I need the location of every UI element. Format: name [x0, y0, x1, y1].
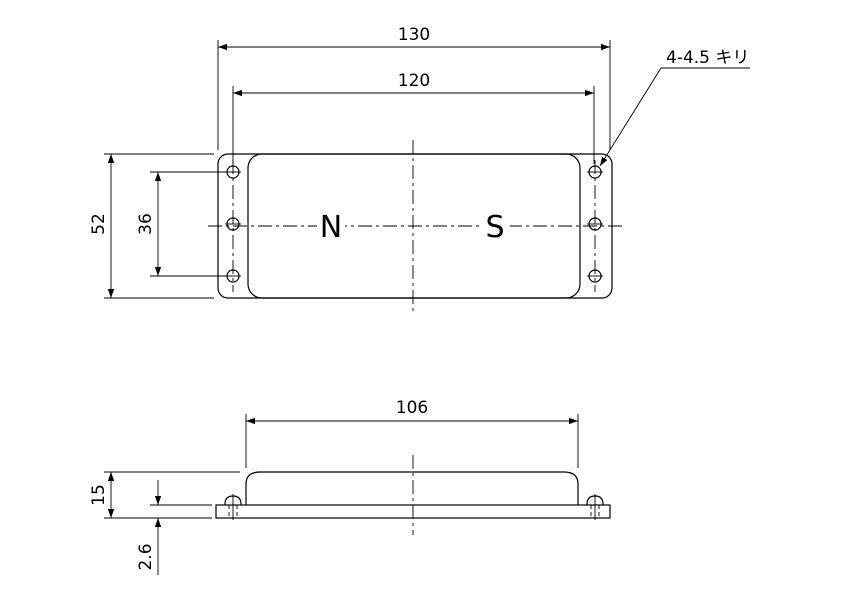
mounting-hole: [225, 165, 241, 179]
side-view: 106 15 2.6: [89, 398, 611, 575]
side-magnet-body: [245, 471, 579, 505]
hole-note: 4-4.5 キリ: [666, 48, 749, 68]
dim-overall-width: 130: [398, 25, 430, 45]
dim-hole-pitch-x: 120: [398, 71, 430, 91]
dim-body-width: 106: [396, 398, 428, 418]
mounting-hole: [587, 269, 603, 283]
dim-hole-pitch-y: 36: [136, 213, 156, 235]
dim-plate-thickness: 2.6: [136, 543, 156, 570]
hole-leader-line: [599, 67, 662, 167]
dim-overall-height: 52: [89, 213, 109, 235]
plan-view: N S 130 120 52 36 4-4.5 キリ: [89, 25, 750, 312]
mounting-hole: [587, 165, 603, 179]
south-pole-label: S: [485, 210, 504, 245]
mounting-hole: [225, 269, 241, 283]
north-pole-label: N: [320, 210, 342, 245]
mounting-hole: [587, 217, 603, 231]
mounting-hole: [225, 217, 241, 231]
magnet-body-outline: [247, 153, 581, 299]
dim-height: 15: [89, 484, 109, 506]
